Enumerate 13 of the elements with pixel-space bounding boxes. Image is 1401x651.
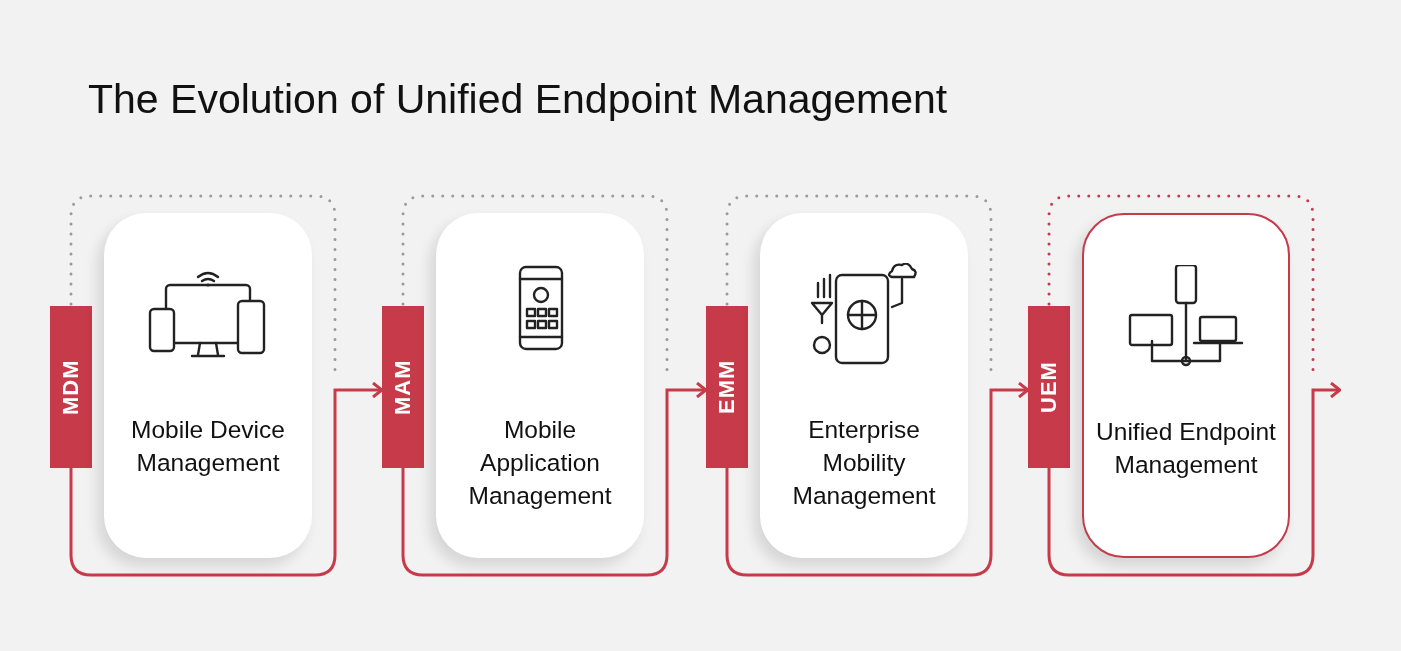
stage-name: Mobile Device Management	[130, 415, 286, 478]
arrow	[69, 381, 384, 577]
arrow	[401, 381, 708, 577]
diagram-title: The Evolution of Unified Endpoint Management	[88, 76, 948, 123]
stage-name: Enterprise Mobility Management	[791, 415, 937, 511]
stage-tab: MDM	[50, 306, 92, 468]
stage-name: Unified Endpoint Management	[1095, 417, 1277, 480]
arrow	[725, 381, 1030, 577]
arrow	[1047, 381, 1342, 577]
stage-tab: UEM	[1028, 306, 1070, 468]
stage-name: Mobile Application Management	[467, 415, 613, 511]
stage-tab: MAM	[382, 306, 424, 468]
stage-tab: EMM	[706, 306, 748, 468]
